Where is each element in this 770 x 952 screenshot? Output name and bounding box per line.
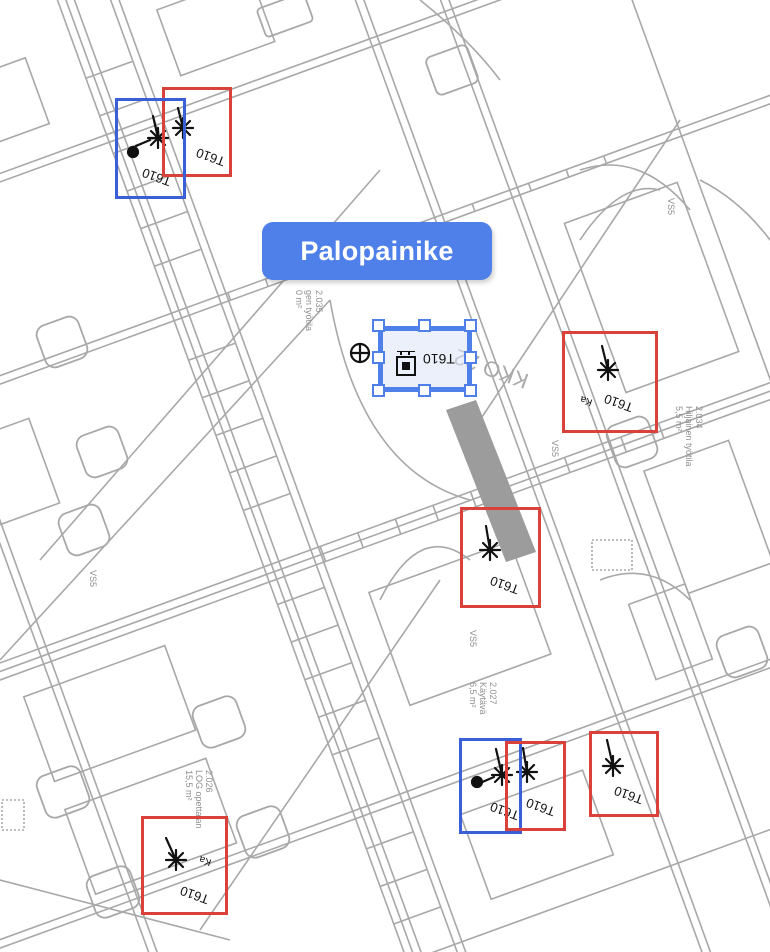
- detector-box-d3[interactable]: [562, 331, 658, 433]
- svg-text:5,5 m²: 5,5 m²: [674, 406, 684, 432]
- resize-handle-sw[interactable]: [372, 384, 385, 397]
- detector-box-d2[interactable]: [115, 98, 186, 199]
- detector-box-d7[interactable]: [589, 731, 659, 817]
- svg-text:gen työtila: gen työtila: [304, 290, 314, 331]
- detector-box-d1[interactable]: [162, 87, 232, 177]
- svg-text:VS5: VS5: [550, 440, 560, 457]
- svg-text:15,5 m²: 15,5 m²: [184, 770, 194, 801]
- push-button-icon: [396, 351, 416, 376]
- svg-text:VS5: VS5: [666, 198, 676, 215]
- svg-text:2.026: 2.026: [204, 770, 214, 793]
- svg-text:0 m²: 0 m²: [294, 290, 304, 308]
- svg-text:6,5 m²: 6,5 m²: [468, 682, 478, 708]
- detector-box-d5[interactable]: [459, 738, 522, 834]
- svg-text:2.034: 2.034: [694, 406, 704, 429]
- detector-box-d4[interactable]: [460, 507, 541, 608]
- resize-handle-nw[interactable]: [372, 319, 385, 332]
- svg-text:VS5: VS5: [88, 570, 98, 587]
- selected-device-code: T610: [423, 351, 455, 367]
- resize-handle-se[interactable]: [464, 384, 477, 397]
- selected-device-box[interactable]: T610: [378, 326, 472, 392]
- resize-handle-w[interactable]: [372, 351, 385, 364]
- resize-handle-n[interactable]: [418, 319, 431, 332]
- svg-text:2.027: 2.027: [488, 682, 498, 705]
- svg-text:2.035: 2.035: [314, 290, 324, 313]
- resize-handle-e[interactable]: [464, 351, 477, 364]
- detector-box-d6[interactable]: [505, 741, 566, 831]
- svg-text:VS5: VS5: [468, 630, 478, 647]
- resize-handle-s[interactable]: [418, 384, 431, 397]
- device-type-tooltip: Palopainike: [262, 222, 492, 280]
- svg-text:Käytävä: Käytävä: [478, 682, 488, 715]
- tooltip-label: Palopainike: [300, 235, 454, 266]
- resize-handle-ne[interactable]: [464, 319, 477, 332]
- svg-text:Hiljainen työtila: Hiljainen työtila: [684, 406, 694, 467]
- detector-box-d8[interactable]: [141, 816, 228, 915]
- svg-text:LOG opettajan: LOG opettajan: [194, 770, 204, 829]
